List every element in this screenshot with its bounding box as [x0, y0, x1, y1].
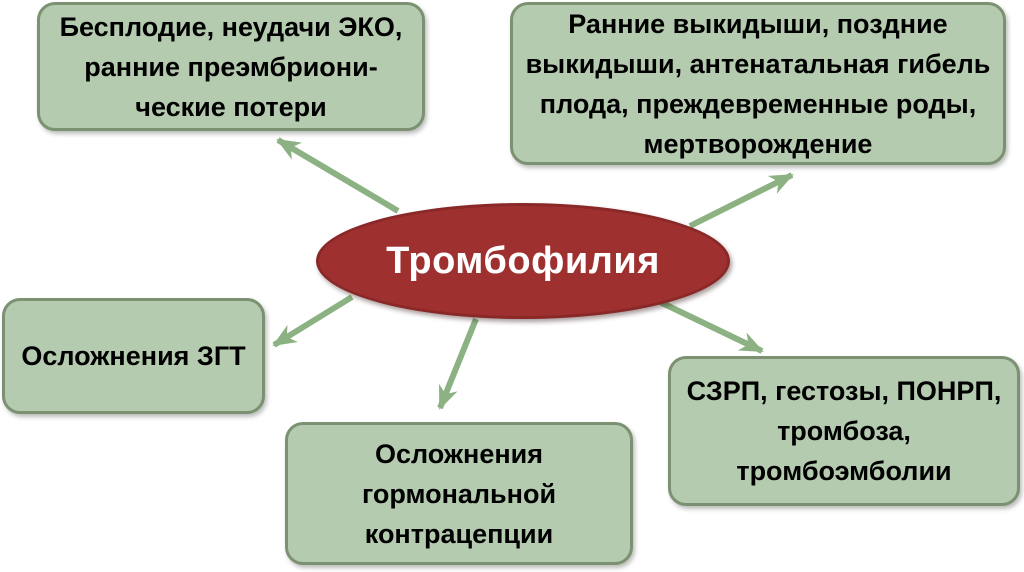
arrow-to-miscarriages — [688, 172, 794, 229]
node-miscarriages-label: Ранние выкидыши, поздние выкидыши, антен… — [525, 8, 991, 159]
node-hrt-label: Осложнения ЗГТ — [21, 341, 246, 371]
center-node-label: Тромбофилия — [386, 239, 660, 282]
node-infertility-label: Бесплодие, неудачи ЭКО, ранние преэмбрио… — [59, 11, 403, 122]
arrow-to-infertility — [276, 137, 400, 214]
node-szrp-label: СЗРП, гестозы, ПОНРП, тромбоза, тромбоэм… — [686, 376, 1002, 486]
node-infertility-ivf-failures: Бесплодие, неудачи ЭКО, ранние преэмбрио… — [37, 2, 425, 131]
node-contraception-label: Осложнения гормональной контрацепции — [361, 438, 557, 549]
node-szrp-gestosis-thrombosis: СЗРП, гестозы, ПОНРП, тромбоза, тромбоэм… — [668, 356, 1020, 506]
node-miscarriages-stillbirth: Ранние выкидыши, поздние выкидыши, антен… — [510, 2, 1006, 165]
arrow-to-szrp — [658, 299, 764, 354]
arrow-to-contraception — [437, 317, 479, 410]
node-hormonal-contraception-complications: Осложнения гормональной контрацепции — [285, 422, 633, 565]
center-node-thrombophilia: Тромбофилия — [316, 203, 730, 319]
arrow-to-hrt — [272, 294, 354, 348]
node-hrt-complications: Осложнения ЗГТ — [2, 298, 265, 414]
